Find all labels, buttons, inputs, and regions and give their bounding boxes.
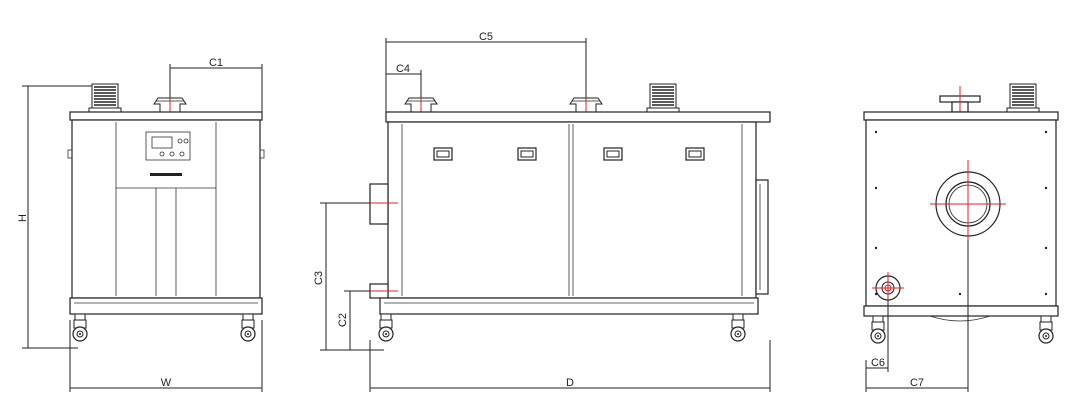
front-dimensions: H W C1 xyxy=(17,57,263,392)
side-view xyxy=(366,83,771,342)
caster-wheel-icon xyxy=(378,313,394,342)
caster-wheel-icon xyxy=(730,313,746,342)
dim-label-C3: C3 xyxy=(313,271,325,285)
caster-wheel-icon xyxy=(1038,315,1054,344)
dim-label-H: H xyxy=(17,214,29,222)
door-handle-icon xyxy=(603,147,623,161)
front-view xyxy=(67,83,265,342)
caster-wheel-icon xyxy=(870,315,886,344)
dim-label-C1: C1 xyxy=(209,57,223,69)
rear-dimensions: C6 C7 xyxy=(865,240,969,392)
door-handle-icon xyxy=(685,147,705,161)
dim-label-C2: C2 xyxy=(337,313,349,327)
door-handle-icon xyxy=(433,147,453,161)
vent-grille-icon xyxy=(1006,83,1040,114)
dim-label-C5: C5 xyxy=(479,31,493,43)
caster-wheel-icon xyxy=(240,313,256,342)
dim-label-C7: C7 xyxy=(910,377,924,389)
door-handle-icon xyxy=(517,147,537,161)
dim-label-C4: C4 xyxy=(396,63,410,75)
side-inlet xyxy=(369,183,389,225)
vent-grille-icon xyxy=(646,83,680,114)
vent-grille-icon xyxy=(88,83,122,114)
dim-label-W: W xyxy=(161,377,172,389)
control-panel xyxy=(145,131,191,161)
rear-view xyxy=(863,83,1059,344)
caster-wheel-icon xyxy=(72,313,88,342)
panel-screws xyxy=(874,130,1048,296)
dim-label-D: D xyxy=(566,377,574,389)
side-dimensions: C5 C4 C3 C2 D xyxy=(313,31,771,392)
dim-label-C6: C6 xyxy=(871,357,885,369)
brand-logo xyxy=(150,173,182,176)
